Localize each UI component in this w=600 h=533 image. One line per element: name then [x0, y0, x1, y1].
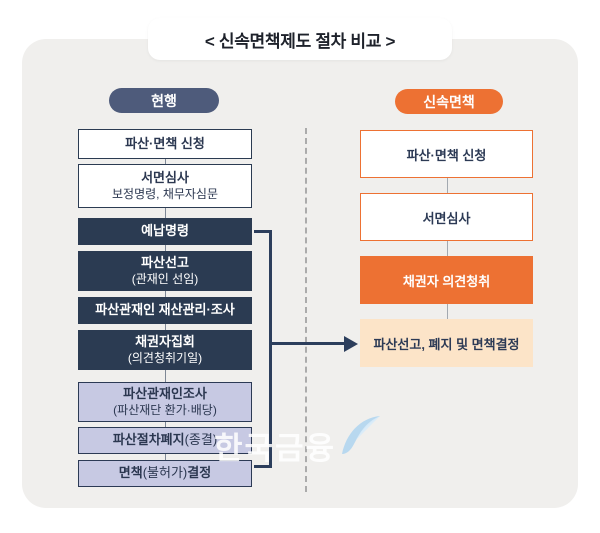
fast-track-column: 파산·면책 신청 서면심사 채권자 의견청취 파산선고, 폐지 및 면책결정 [360, 130, 533, 367]
rbox-creditor-opinion: 채권자 의견청취 [360, 256, 533, 304]
box-document-review: 서면심사 보정명령, 채무자심문 [78, 164, 252, 208]
rbox-final-decision: 파산선고, 폐지 및 면책결정 [360, 319, 533, 367]
rbox-document-review: 서면심사 [360, 193, 533, 241]
box-discharge-decision: 면책(불허가)결정 [78, 460, 252, 487]
box-procedure-closure: 파산절차폐지(종결) [78, 427, 252, 454]
box-deposit-order: 예납명령 [78, 218, 252, 245]
column-header-current: 현행 [109, 88, 219, 113]
current-procedure-column: 파산·면책 신청 서면심사 보정명령, 채무자심문 예납명령 파산선고 (관재인… [78, 129, 252, 487]
rbox-filing: 파산·면책 신청 [360, 130, 533, 178]
merge-arrow-shaft [269, 342, 348, 345]
box-trustee-investigation: 파산관재인조사 (파산재단 환가·배당) [78, 382, 252, 422]
box-filing: 파산·면책 신청 [78, 129, 252, 159]
box-trustee-asset-management: 파산관재인 재산관리·조사 [78, 297, 252, 324]
page-title: < 신속면책제도 절차 비교 > [148, 18, 452, 60]
flow-connector-line [446, 140, 448, 357]
bracket-bottom-stub [254, 465, 272, 468]
dashed-divider-line [305, 128, 307, 492]
box-bankruptcy-declaration: 파산선고 (관재인 선임) [78, 251, 252, 291]
column-header-fast-track: 신속면책 [395, 89, 503, 114]
bracket-vertical-line [269, 230, 272, 468]
bracket-top-stub [254, 230, 272, 233]
box-creditors-meeting: 채권자집회 (의견청취기일) [78, 330, 252, 370]
merge-arrow-head-icon [344, 335, 358, 352]
